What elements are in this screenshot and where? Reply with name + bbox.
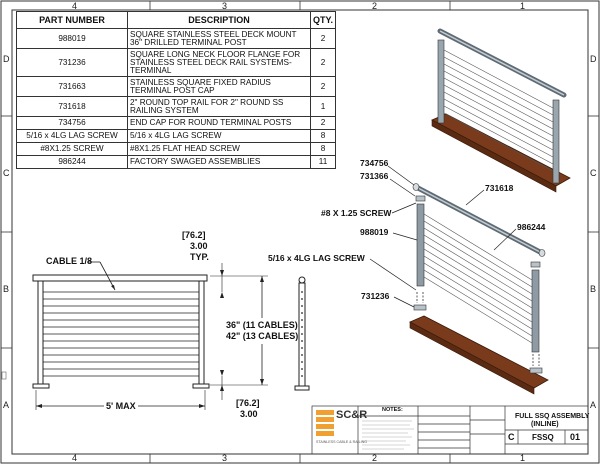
bom-part-number: 731663 [16,76,128,97]
zone-top-2: 2 [372,1,378,11]
callout-734756: 734756 [360,158,389,168]
bom-part-number: 731618 [16,96,128,117]
bom-part-number: 734756 [16,116,128,130]
top-offset-metric-value: 76.2 [185,230,203,240]
bom-description: 5/16 x 4LG LAG SCREW [127,129,311,143]
zone-bottom-2: 2 [372,453,378,463]
width-label: 5' MAX [104,401,138,411]
bom-row: #8X1.25 SCREW #8X1.25 FLAT HEAD SCREW 8 [16,142,337,156]
bom-qty: 2 [309,48,337,77]
bom-header-part-number: PART NUMBER [16,11,128,29]
iso-exploded-view [369,165,549,395]
drawing-title-line-1: FULL SSQ ASSEMBLY [515,413,590,420]
bom-part-number: 988019 [16,28,128,49]
bom-row: 731618 2" ROUND TOP RAIL FOR 2" ROUND SS… [16,96,337,117]
zone-top-3: 3 [222,1,228,11]
bom-part-number: 5/16 x 4LG LAG SCREW [16,129,128,143]
zone-right-b: B [590,284,597,294]
bottom-offset-inch: 3.00 [240,409,258,419]
logo-subtitle: STAINLESS CABLE & RAILING [316,440,368,444]
bom-part-number: 986244 [16,155,128,169]
callout-screw: #8 X 1.25 SCREW [321,208,392,218]
bom-description: SQUARE STAINLESS STEEL DECK MOUNT 36" DR… [127,28,311,49]
bom-description: SQUARE LONG NECK FLOOR FLANGE FOR STAINL… [127,48,311,77]
top-offset-metric: [76.2] [182,230,206,240]
bottom-offset-metric: [76.2] [236,398,260,408]
bom-header-description: DESCRIPTION [127,11,311,29]
bom-row: 734756 END CAP FOR ROUND TERMINAL POSTS … [16,116,337,130]
front-post-right [198,280,205,385]
bom-qty: 8 [309,129,337,143]
bom-qty: 2 [309,116,337,130]
bom-qty: 11 [309,155,337,169]
top-offset-inch: 3.00 [190,241,208,251]
callout-986244: 986244 [517,222,546,232]
callout-731366: 731366 [360,171,389,181]
bom-description: 2" ROUND TOP RAIL FOR 2" ROUND SS RAILIN… [127,96,311,117]
bom-qty: 2 [309,28,337,49]
bom-row: 5/16 x 4LG LAG SCREW 5/16 x 4LG LAG SCRE… [16,129,337,143]
iso-top-wood-board [431,113,571,187]
bom-qty: 2 [309,76,337,97]
bom-part-number: 731236 [16,48,128,77]
drawing-title-line-2: (INLINE) [531,421,559,428]
height-42-label: 42" (13 CABLES) [226,331,299,341]
zone-bottom-3: 3 [222,453,228,463]
bottom-offset-metric-value: 76.2 [239,398,257,408]
title-block-lines [311,405,589,455]
zone-left-a: A [3,400,10,410]
revision: 01 [570,432,581,442]
sheet-size: C [508,432,515,442]
callout-lag-screw: 5/16 x 4LG LAG SCREW [268,253,365,263]
bom-description: END CAP FOR ROUND TERMINAL POSTS [127,116,311,130]
bom-description: STAINLESS SQUARE FIXED RADIUS TERMINAL P… [127,76,311,97]
callout-731618: 731618 [485,183,514,193]
top-offset-typ: TYP. [190,252,209,262]
side-elevation [294,276,310,391]
zone-bottom-1: 1 [520,453,526,463]
zone-bottom-4: 4 [72,453,78,463]
bom-description: #8X1.25 FLAT HEAD SCREW [127,142,311,156]
height-36-label: 36" (11 CABLES) [226,320,298,330]
zone-top-4: 4 [72,1,78,11]
callout-988019: 988019 [360,227,389,237]
zone-left-b: B [3,284,10,294]
zone-left-c: C [3,168,10,178]
bom-description: FACTORY SWAGED ASSEMBLIES [127,155,311,169]
bom-header-qty: QTY. [309,11,337,29]
front-top-rail [32,274,208,282]
bom-qty: 8 [309,142,337,156]
cable-size-label: CABLE 1/8 [46,256,93,266]
iso-assembled-view [431,28,571,193]
drawing-number: FSSQ [532,433,554,442]
bom-part-number: #8X1.25 SCREW [16,142,128,156]
zone-right-c: C [590,168,597,178]
bill-of-materials: PART NUMBER DESCRIPTION QTY. 988019 SQUA… [16,11,337,169]
callout-731236: 731236 [361,291,390,301]
zone-top-1: 1 [520,1,526,11]
front-post-left [37,280,44,385]
logo-name: SC&R [336,409,368,421]
bom-header-row: PART NUMBER DESCRIPTION QTY. [16,11,337,29]
bom-row: 986244 FACTORY SWAGED ASSEMBLIES 11 [16,155,337,169]
zone-right-d: D [590,54,597,64]
bom-row: 988019 SQUARE STAINLESS STEEL DECK MOUNT… [16,28,337,49]
front-elevation [32,261,268,410]
scr-logo [316,410,334,436]
iso-bottom-wood-board [409,315,549,389]
zone-left-d: D [3,54,10,64]
bom-row: 731236 SQUARE LONG NECK FLOOR FLANGE FOR… [16,48,337,77]
notes-label: NOTES: [382,407,403,413]
bom-qty: 1 [309,96,337,117]
zone-right-a: A [590,400,597,410]
bom-row: 731663 STAINLESS SQUARE FIXED RADIUS TER… [16,76,337,97]
